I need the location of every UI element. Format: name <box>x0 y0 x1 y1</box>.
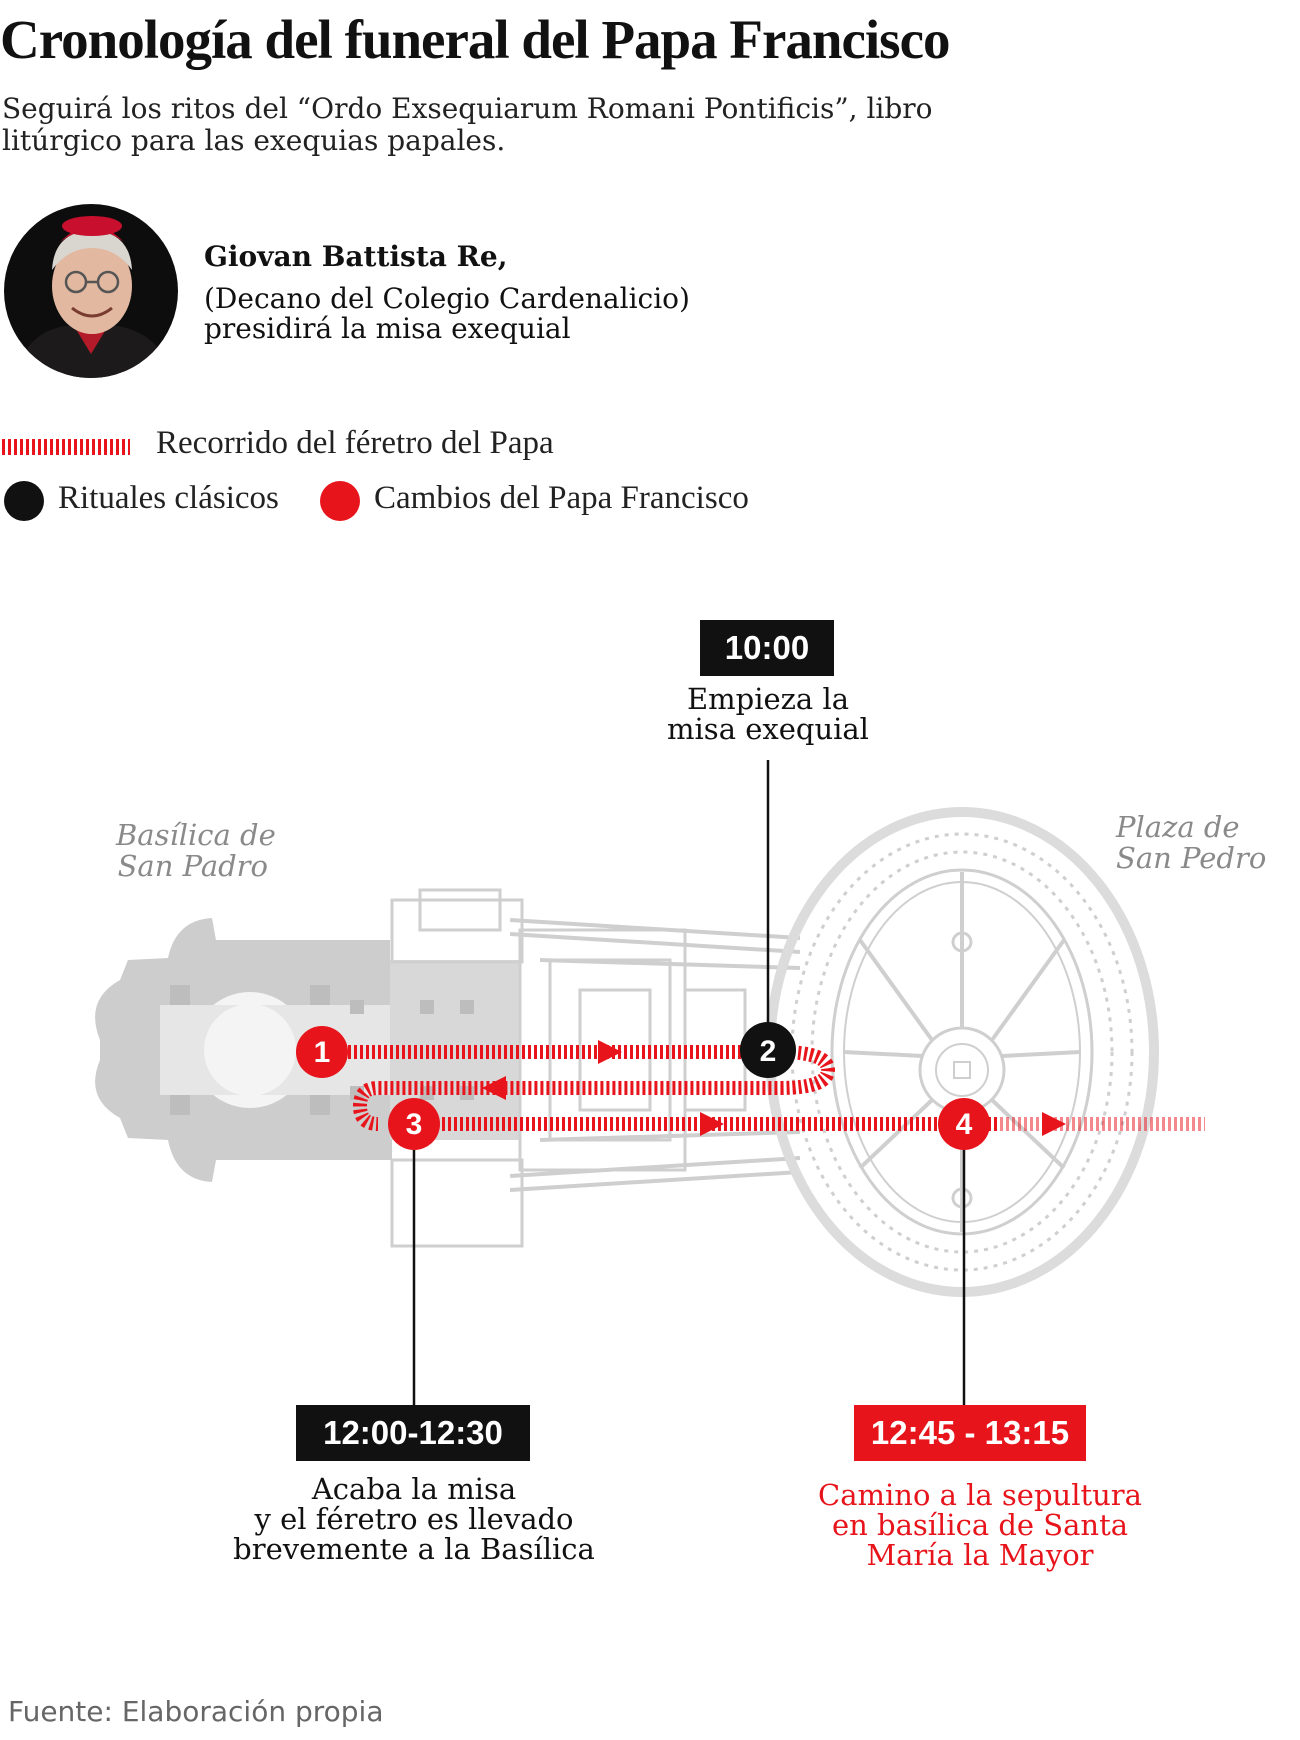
source-note: Fuente: Elaboración propia <box>8 1695 384 1728</box>
person-action: presidirá la misa exequial <box>204 312 571 345</box>
basilica-label-line-2: San Padro <box>117 849 268 883</box>
page-title: Cronología del funeral del Papa Francisc… <box>0 9 950 70</box>
plaza-label-line-2: San Pedro <box>1116 841 1267 875</box>
vatican-route-diagram: 1 2 3 4 <box>95 760 1205 1405</box>
step-3-number: 3 <box>406 1108 423 1141</box>
classic-rituals-dot-icon <box>4 481 44 521</box>
step-marker-4: 4 <box>938 1098 990 1150</box>
route-legend-label: Recorrido del féretro del Papa <box>156 425 554 461</box>
step-marker-2: 2 <box>740 1022 796 1078</box>
plaza-label-line-1: Plaza de <box>1116 810 1240 844</box>
pope-changes-dot-icon <box>320 481 360 521</box>
subtitle-line-2: litúrgico para las exequias papales. <box>2 124 506 157</box>
step-4-desc-line-3: María la Mayor <box>866 1538 1094 1572</box>
step-3-desc-line-3: brevemente a la Basílica <box>233 1532 595 1566</box>
pope-changes-label: Cambios del Papa Francisco <box>374 480 749 516</box>
step-3-desc-line-2: y el féretro es llevado <box>254 1502 574 1536</box>
subtitle-line-1: Seguirá los ritos del “Ordo Exsequiarum … <box>2 92 933 125</box>
step-1-number: 1 <box>314 1036 331 1069</box>
step-4-time: 12:45 - 13:15 <box>854 1405 1086 1461</box>
step-4-desc-line-2: en basílica de Santa <box>831 1508 1129 1542</box>
step-4-number: 4 <box>956 1108 973 1141</box>
step-marker-3: 3 <box>388 1098 440 1150</box>
step-4-desc-line-1: Camino a la sepultura <box>818 1478 1142 1512</box>
route-legend-icon <box>2 439 130 455</box>
basilica-label-line-1: Basílica de <box>116 818 276 852</box>
step-3-time: 12:00-12:30 <box>296 1405 530 1461</box>
step-3-desc-line-1: Acaba la misa <box>311 1472 517 1506</box>
step-2-desc-line-1: Empieza la <box>686 682 850 716</box>
cardinal-portrait-icon <box>4 204 178 378</box>
step-2-number: 2 <box>760 1035 777 1068</box>
person-name: Giovan Battista Re, <box>204 240 508 273</box>
step-2-desc-line-2: misa exequial <box>667 712 869 746</box>
classic-rituals-label: Rituales clásicos <box>58 480 279 516</box>
step-2-time: 10:00 <box>700 620 834 676</box>
step-marker-1: 1 <box>296 1026 348 1078</box>
person-role: (Decano del Colegio Cardenalicio) <box>204 282 690 315</box>
